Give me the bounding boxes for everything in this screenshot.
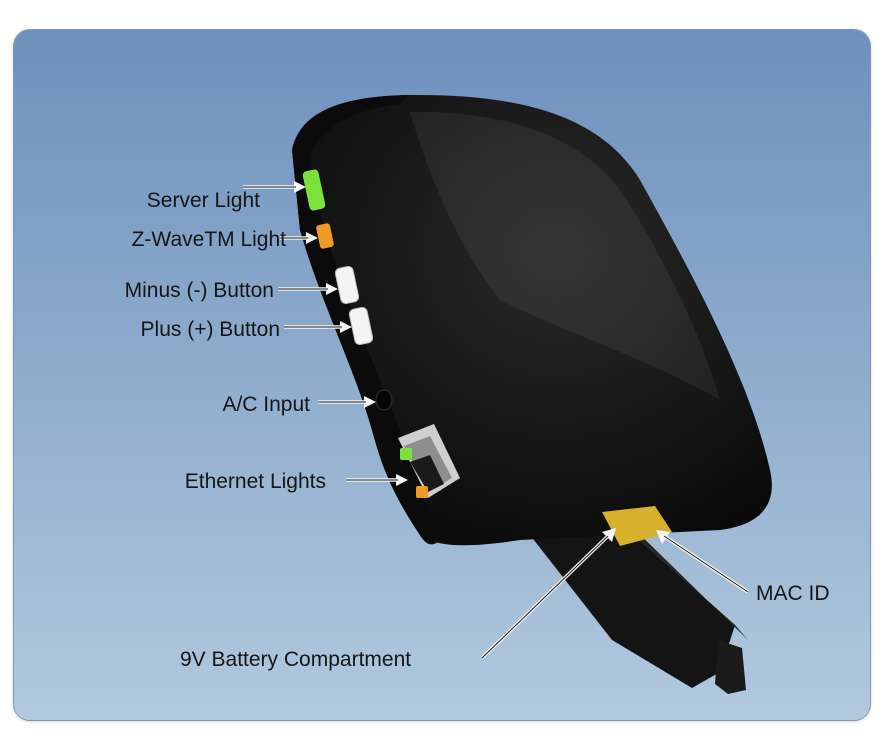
- device-diagram: Server Light Z-WaveTM Light Minus (-) Bu…: [14, 30, 870, 720]
- callout-arrows-outline: [243, 186, 749, 659]
- label-battery-compartment: 9V Battery Compartment: [180, 648, 411, 671]
- label-zwave-light: Z-WaveTM Light: [132, 228, 287, 251]
- ethernet-orange-light-icon: [416, 486, 428, 498]
- label-ethernet-lights: Ethernet Lights: [185, 470, 326, 493]
- ethernet-green-light-icon: [400, 448, 412, 460]
- label-minus-button: Minus (-) Button: [125, 279, 274, 302]
- label-mac-id: MAC ID: [756, 582, 830, 605]
- label-plus-button: Plus (+) Button: [141, 318, 280, 341]
- server-light-icon: [302, 169, 326, 211]
- ac-input-jack: [375, 389, 393, 411]
- zwave-light-icon: [316, 223, 334, 249]
- label-server-light: Server Light: [147, 189, 260, 212]
- battery-door: [530, 505, 748, 694]
- mac-id-sticker: [602, 506, 672, 546]
- ethernet-port: [398, 424, 460, 498]
- plus-button[interactable]: [348, 306, 374, 346]
- minus-button[interactable]: [334, 265, 360, 305]
- label-ac-input: A/C Input: [222, 393, 310, 416]
- diagram-frame: Server Light Z-WaveTM Light Minus (-) Bu…: [14, 30, 870, 720]
